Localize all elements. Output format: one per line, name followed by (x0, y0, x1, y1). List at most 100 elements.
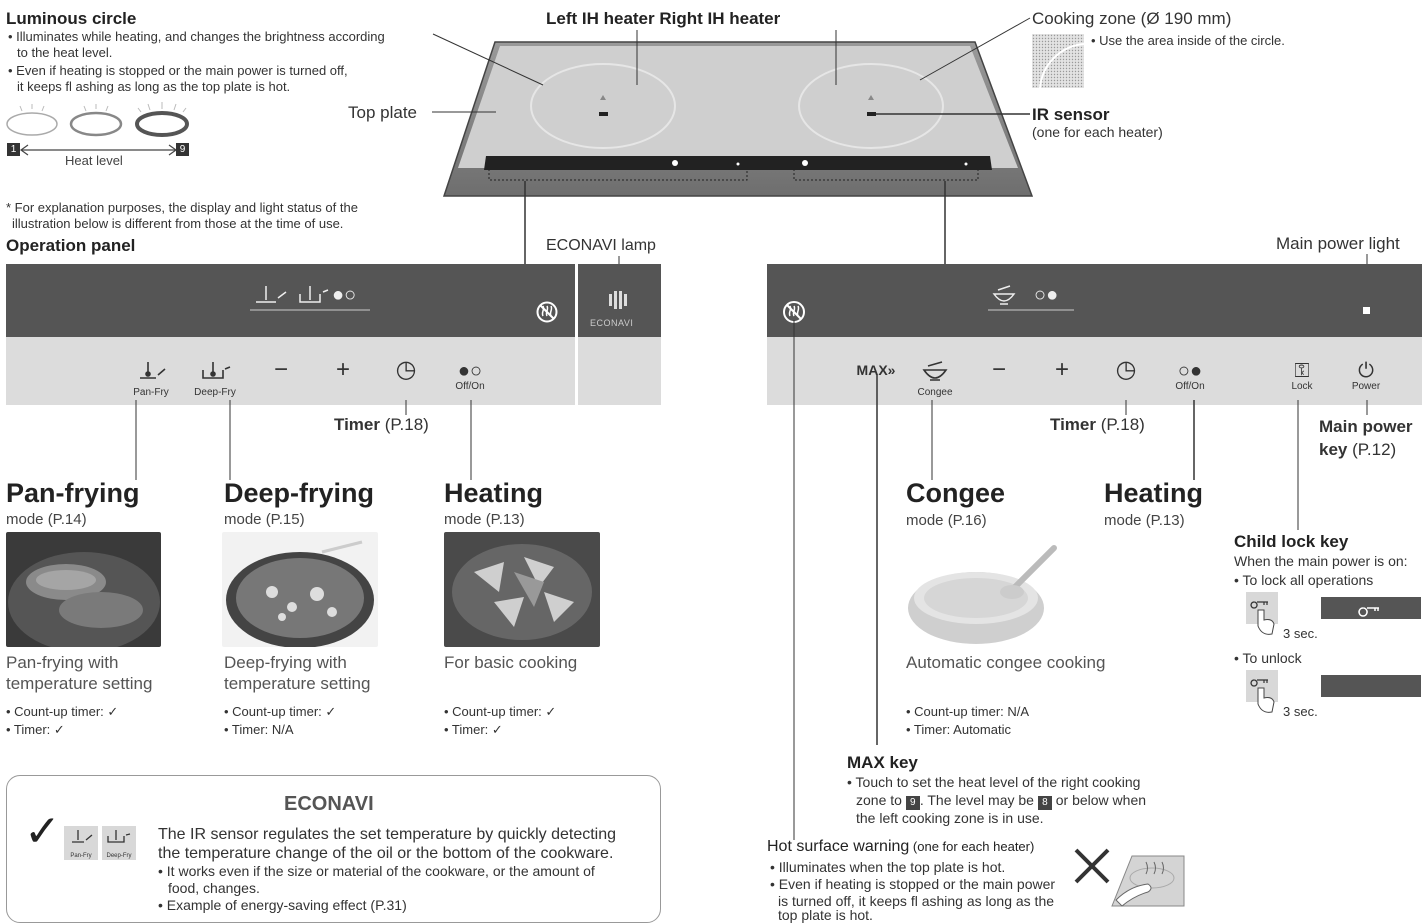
heat-level-rings (6, 102, 189, 156)
econavi-line4: food, changes. (168, 880, 260, 896)
econavi-lamp-icon (609, 291, 627, 309)
note-line1: * For explanation purposes, the display … (6, 200, 358, 215)
right-timer-callout-title: Timer (1050, 415, 1096, 434)
heating-left-mode-page: mode (P.13) (444, 511, 525, 528)
econavi-deepfry-icon (107, 830, 131, 843)
right-key-panel (767, 337, 1422, 405)
heat-max-badge: 9 (176, 143, 189, 156)
right-offon-key[interactable]: ○● Off/On (1166, 359, 1214, 392)
left-timer-callout: Timer (P.18) (334, 415, 429, 435)
deepfry-key[interactable]: Deep-Fry (188, 358, 242, 398)
max-key[interactable]: MAX» (848, 362, 904, 380)
max-key-line3: the left cooking zone is in use. (856, 810, 1044, 826)
left-timer-icon: ◷ (395, 356, 417, 383)
max-key-line2a: zone to (856, 792, 906, 808)
left-plus-key[interactable]: + (328, 356, 358, 384)
left-key-panel-ext (578, 337, 661, 405)
lock-key-icon: ⚿ (1294, 360, 1310, 382)
econavi-deepfry-icon-box: Deep-Fry (102, 826, 136, 860)
heat-level-label: Heat level (65, 153, 123, 168)
luminous-line1: • Illuminates while heating, and changes… (8, 29, 385, 44)
left-display-mode-icons (250, 286, 370, 311)
top-plate-label: Top plate (348, 103, 417, 122)
hot-surface-title-line: Hot surface warning (one for each heater… (767, 838, 1034, 856)
heating-left-feat2: • Timer: ✓ (444, 722, 503, 737)
right-timer-callout-page: (P.18) (1096, 415, 1145, 434)
right-offon-icon: ○● (1177, 360, 1203, 382)
main-power-light (1363, 307, 1370, 314)
lock-key[interactable]: ⚿ Lock (1280, 359, 1324, 392)
deepfry-desc: Deep-frying with temperature setting (224, 653, 371, 693)
hot-surface-title: Hot surface warning (767, 838, 910, 855)
main-power-key-title: Main power (1319, 417, 1413, 436)
left-plus-symbol: + (335, 356, 350, 383)
congee-photo (904, 538, 1062, 648)
right-display-panel (767, 264, 1422, 337)
ir-sensor-sub: (one for each heater) (1032, 124, 1163, 140)
hot-surface-line1: • Illuminates when the top plate is hot. (770, 859, 1006, 875)
luminous-line3: • Even if heating is stopped or the main… (8, 63, 348, 78)
econavi-line3: • It works even if the size or material … (158, 863, 595, 879)
left-timer-callout-page: (P.18) (380, 415, 429, 434)
child-unlock-press-icon (1246, 670, 1278, 713)
panfry-desc: Pan-frying with temperature setting (6, 653, 153, 693)
panfry-key[interactable]: Pan-Fry (126, 358, 176, 398)
congee-key[interactable]: Congee (910, 358, 960, 398)
luminous-line2: to the heat level. (17, 45, 113, 60)
cooking-zone-pattern-icon (1032, 34, 1084, 88)
ir-sensor-title: IR sensor (1032, 105, 1110, 124)
right-timer-icon: ◷ (1115, 356, 1137, 383)
right-timer-callout: Timer (P.18) (1050, 415, 1145, 435)
congee-feat1: • Count-up timer: N/A (906, 704, 1030, 719)
deepfry-key-label: Deep-Fry (194, 387, 236, 398)
econavi-lamp-text: ECONAVI (590, 318, 634, 328)
econavi-panfry-icon-box: Pan-Fry (64, 826, 98, 860)
heating-right-mode-page: mode (P.13) (1104, 512, 1185, 529)
right-plus-symbol: + (1054, 356, 1069, 383)
panfry-icon (140, 362, 166, 379)
max-level-badge: 9 (905, 796, 920, 810)
heaters-title: Left IH heater Right IH heater (546, 9, 781, 28)
right-timer-key[interactable]: ◷ (1110, 356, 1142, 384)
left-offon-key[interactable]: ●○ Off/On (446, 359, 494, 392)
panfry-mode-page: mode (P.14) (6, 511, 87, 528)
leader-lines-left-panel (135, 400, 472, 480)
deepfry-photo (222, 532, 378, 647)
max-key-title: MAX key (847, 753, 918, 772)
econavi-line1: The IR sensor regulates the set temperat… (158, 826, 617, 843)
panfry-feat2: • Timer: ✓ (6, 722, 65, 737)
child-lock-lock-all: • To lock all operations (1234, 572, 1374, 588)
left-timer-key[interactable]: ◷ (390, 356, 422, 384)
congee-key-label: Congee (917, 387, 953, 398)
max-level-limited-badge: 8 (1037, 796, 1052, 810)
deepfry-mode-page: mode (P.15) (224, 511, 305, 528)
left-display-panel (6, 264, 575, 337)
left-display-heat-indicator: ●○ (332, 284, 357, 306)
child-lock-display-unlocked (1321, 675, 1421, 697)
deepfry-icon (202, 362, 231, 379)
child-lock-sec-1: 3 sec. (1283, 626, 1318, 641)
child-lock-title: Child lock key (1234, 532, 1349, 551)
deepfry-mode-title: Deep-frying (224, 478, 375, 508)
main-power-key-page: (P.12) (1347, 440, 1397, 459)
heat-min-badge: 1 (7, 143, 20, 156)
lock-key-label: Lock (1291, 381, 1313, 392)
main-power-key-callout: Main power key (P.12) (1319, 415, 1413, 461)
max-key-line2: zone to 9. The level may be 8 or below w… (856, 792, 1146, 810)
congee-mode-title: Congee (906, 478, 1006, 508)
right-offon-label: Off/On (1175, 381, 1205, 392)
left-minus-key[interactable]: − (266, 356, 296, 384)
power-key[interactable]: ⏻ Power (1344, 359, 1388, 392)
heating-left-mode-title: Heating (444, 478, 544, 508)
leader-lines-right-panel (793, 320, 1368, 840)
right-minus-key[interactable]: − (984, 356, 1014, 384)
econavi-line2: the temperature change of the oil or the… (158, 845, 614, 862)
locked-key-icon (1358, 607, 1379, 617)
hot-surface-sub: (one for each heater) (909, 839, 1035, 854)
congee-feat2: • Timer: Automatic (906, 722, 1011, 737)
right-plus-key[interactable]: + (1047, 356, 1077, 384)
child-lock-press-icon (1246, 592, 1278, 635)
main-power-key-title2: key (1319, 440, 1348, 459)
panfry-mode-title: Pan-frying (6, 478, 140, 508)
econavi-deepfry-label: Deep-Fry (106, 853, 132, 859)
